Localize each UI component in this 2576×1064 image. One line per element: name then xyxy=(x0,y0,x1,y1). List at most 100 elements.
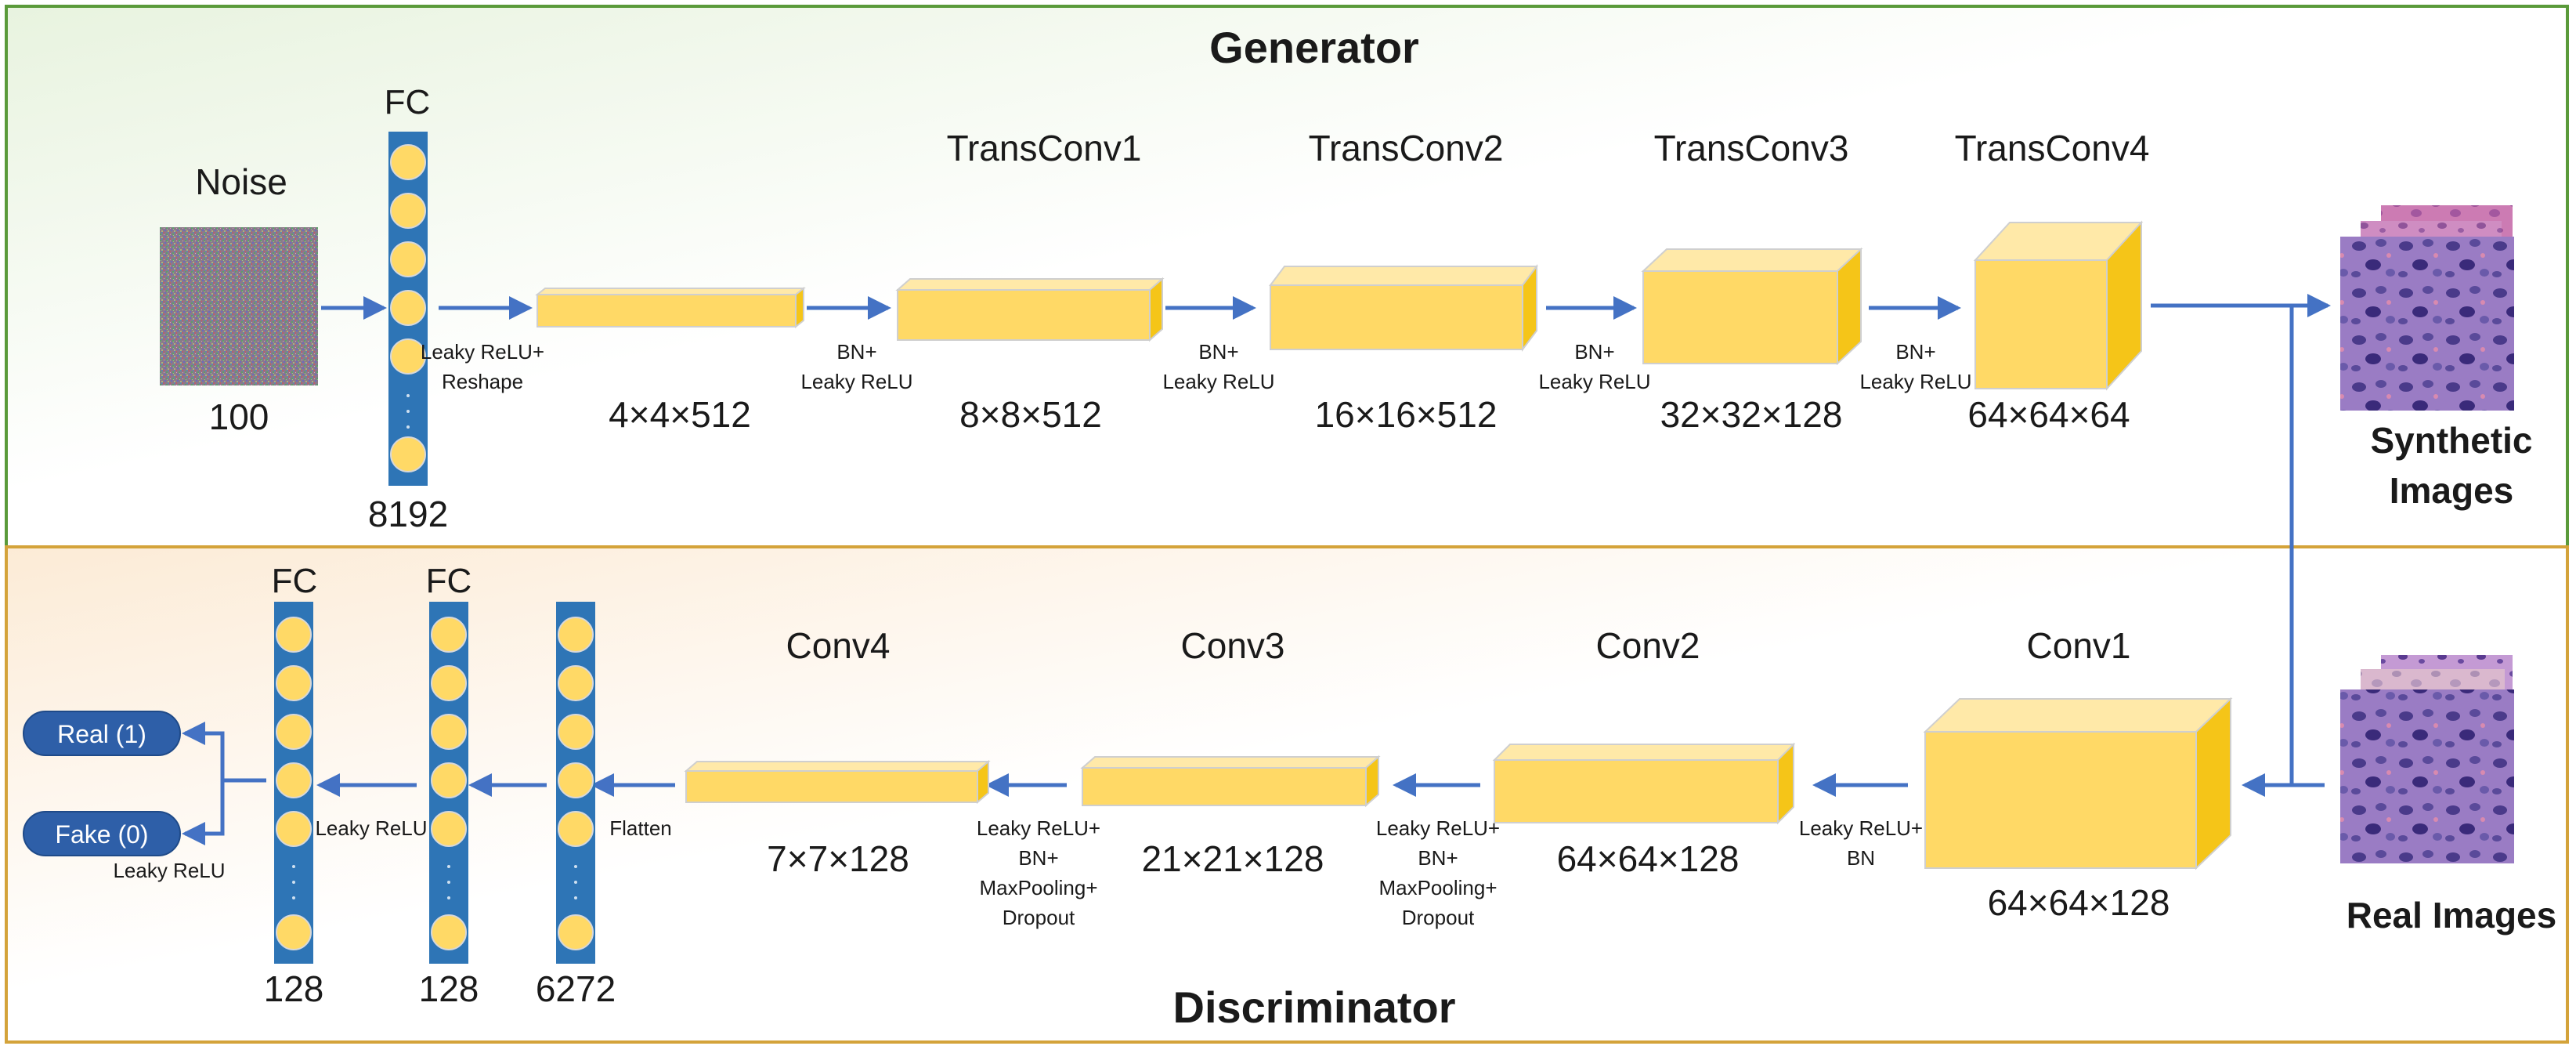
disc-fc-node xyxy=(276,714,312,750)
gen-block-transconv1 xyxy=(895,277,1165,342)
disc-fc-node xyxy=(558,762,594,798)
disc-fc-node xyxy=(431,665,467,701)
disc-fc-node xyxy=(431,914,467,950)
disc-op-conv1-line2: BN xyxy=(1847,846,1875,870)
real-images-label: Real Images xyxy=(2347,895,2556,936)
disc-fc-size-128-mid: 128 xyxy=(419,968,479,1009)
disc-block-conv3 xyxy=(1080,755,1381,808)
disc-fc-node xyxy=(558,811,594,847)
disc-fc-bar-6272 xyxy=(556,602,595,964)
gen-size-3: 32×32×128 xyxy=(1660,394,1843,435)
disc-fc-size-6272: 6272 xyxy=(536,968,616,1009)
noise-label: Noise xyxy=(195,161,287,202)
disc-op-conv2-line3: MaxPooling+ xyxy=(1378,876,1497,899)
gen-name-3: TransConv3 xyxy=(1654,128,1849,168)
gen-op-0-line1: Leaky ReLU+ xyxy=(421,340,544,364)
output-fake: Fake (0) xyxy=(23,811,181,856)
disc-block-conv1 xyxy=(1923,697,2233,870)
disc-size-conv3: 21×21×128 xyxy=(1142,838,1324,879)
disc-fc-node xyxy=(276,762,312,798)
gen-fc-node xyxy=(390,193,426,229)
gen-op-2-line2: Leaky ReLU xyxy=(1162,370,1274,393)
gen-fc-bar xyxy=(388,132,428,486)
disc-fc-node xyxy=(558,665,594,701)
disc-op-fc6272: Leaky ReLU xyxy=(315,816,427,840)
disc-op-conv3-line1: Leaky ReLU+ xyxy=(977,816,1100,840)
gen-op-3-line2: Leaky ReLU xyxy=(1538,370,1650,393)
disc-fc-node xyxy=(431,811,467,847)
disc-fc-node xyxy=(276,617,312,653)
noise-image xyxy=(160,227,318,385)
disc-op-conv1-line1: Leaky ReLU+ xyxy=(1799,816,1923,840)
disc-fc-node xyxy=(276,914,312,950)
disc-fc-label-mid: FC xyxy=(426,562,472,600)
disc-fc-node xyxy=(558,617,594,653)
synthetic-images-label-line1: Synthetic xyxy=(2370,420,2532,461)
disc-fc-node xyxy=(558,714,594,750)
disc-name-conv1: Conv1 xyxy=(2027,625,2131,666)
disc-fc-size-128-left: 128 xyxy=(264,968,324,1009)
disc-name-conv4: Conv4 xyxy=(786,625,891,666)
gen-block-transconv2 xyxy=(1269,264,1538,352)
disc-op-conv2-line2: BN+ xyxy=(1418,846,1458,870)
gen-block-transconv3 xyxy=(1641,247,1863,366)
gen-op-0-line2: Reshape xyxy=(442,370,523,393)
noise-size: 100 xyxy=(209,396,269,437)
gen-block-4x4x512 xyxy=(535,286,806,329)
disc-op-conv3-line2: BN+ xyxy=(1018,846,1058,870)
arrow-to-fake xyxy=(182,780,225,845)
disc-fc-node xyxy=(276,665,312,701)
gen-fc-node xyxy=(390,241,426,277)
disc-fc-bar-128-left xyxy=(274,602,313,964)
gen-fc-node xyxy=(390,338,426,375)
gen-size-2: 16×16×512 xyxy=(1315,394,1498,435)
gen-size-4: 64×64×64 xyxy=(1967,394,2130,435)
gen-block-transconv4 xyxy=(1973,220,2144,391)
disc-op-flatten: Flatten xyxy=(609,816,672,840)
disc-block-conv4 xyxy=(684,759,991,805)
discriminator-title: Discriminator xyxy=(1173,983,1456,1032)
gen-size-0: 4×4×512 xyxy=(609,394,751,435)
gen-op-1-line1: BN+ xyxy=(836,340,876,364)
disc-op-fc128-mid: Leaky ReLU xyxy=(113,859,225,882)
gen-op-4-line1: BN+ xyxy=(1895,340,1935,364)
disc-name-conv2: Conv2 xyxy=(1596,625,1700,666)
synthetic-images-label-line2: Images xyxy=(2390,470,2514,511)
output-fake-label: Fake (0) xyxy=(55,820,148,849)
disc-fc-bar-128-mid xyxy=(429,602,468,964)
disc-fc-node xyxy=(431,762,467,798)
disc-fc-node xyxy=(276,811,312,847)
gen-op-2-line1: BN+ xyxy=(1198,340,1238,364)
gen-name-1: TransConv1 xyxy=(947,128,1142,168)
gen-op-1-line2: Leaky ReLU xyxy=(800,370,912,393)
disc-size-conv2: 64×64×128 xyxy=(1557,838,1740,879)
gen-fc-size: 8192 xyxy=(368,494,448,534)
disc-fc-node xyxy=(431,617,467,653)
gen-size-1: 8×8×512 xyxy=(959,394,1102,435)
disc-size-conv4: 7×7×128 xyxy=(767,838,909,879)
disc-size-conv1: 64×64×128 xyxy=(1988,882,2170,923)
gen-op-3-line1: BN+ xyxy=(1574,340,1614,364)
disc-fc-node xyxy=(558,914,594,950)
arrow-to-real xyxy=(182,722,225,780)
real-images-stack xyxy=(2340,655,2514,863)
disc-op-conv2-line1: Leaky ReLU+ xyxy=(1376,816,1500,840)
disc-fc-label-left: FC xyxy=(272,562,318,600)
gen-name-2: TransConv2 xyxy=(1309,128,1504,168)
output-real-label: Real (1) xyxy=(57,720,146,748)
gen-op-4-line2: Leaky ReLU xyxy=(1859,370,1971,393)
gen-fc-node xyxy=(390,144,426,180)
disc-op-conv2-line4: Dropout xyxy=(1402,906,1475,929)
generator-title: Generator xyxy=(1209,23,1419,72)
gen-name-4: TransConv4 xyxy=(1955,128,2150,168)
output-real: Real (1) xyxy=(23,711,181,756)
disc-op-conv3-line3: MaxPooling+ xyxy=(979,876,1097,899)
gen-fc-node xyxy=(390,290,426,326)
disc-name-conv3: Conv3 xyxy=(1181,625,1285,666)
synthetic-images-stack xyxy=(2340,205,2514,411)
disc-fc-node xyxy=(431,714,467,750)
disc-op-conv3-line4: Dropout xyxy=(1003,906,1075,929)
gen-fc-label: FC xyxy=(385,83,431,121)
disc-block-conv2 xyxy=(1492,742,1796,825)
